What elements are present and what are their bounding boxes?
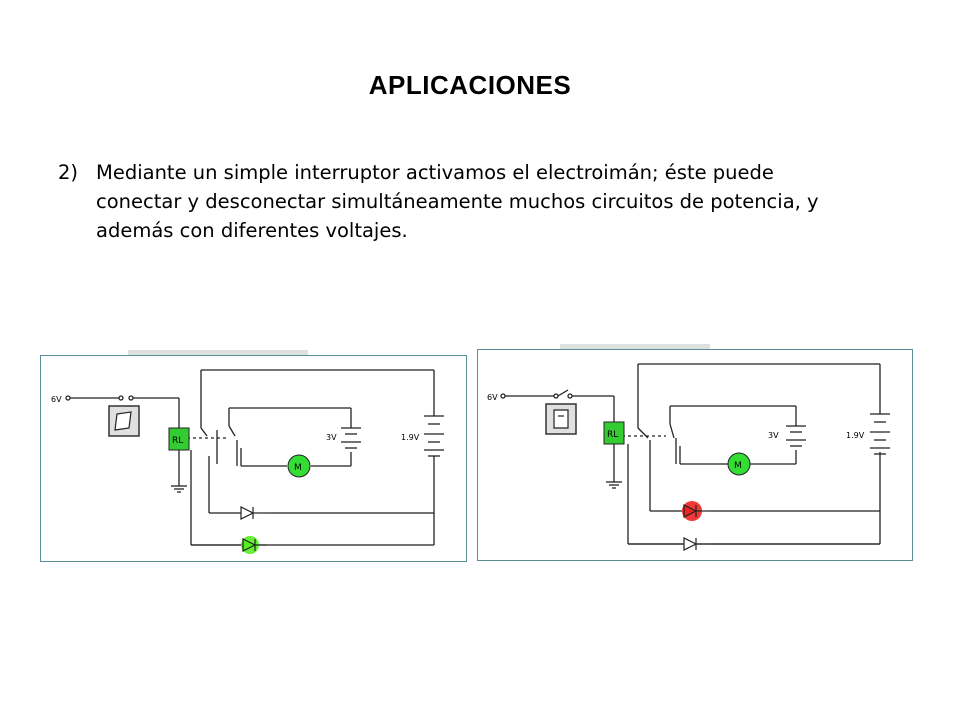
- relay: [168, 427, 190, 451]
- switch-icon: [553, 409, 569, 429]
- led-top: [683, 504, 706, 518]
- led-bottom: [683, 537, 708, 551]
- list-item-number: 2): [58, 161, 79, 184]
- circuit-svg-right: RL M 6V 3V 1.9V: [487, 363, 890, 551]
- battery-b-label: 1.9V: [401, 433, 420, 442]
- circuit-svg-left: RL M 6V 3V 1.9V: [51, 369, 444, 554]
- input-voltage-label: 6V: [487, 393, 498, 402]
- led-top: [240, 506, 265, 520]
- led-bottom: [242, 538, 267, 552]
- list-item-text: Mediante un simple interruptor activamos…: [96, 161, 819, 242]
- slide-title: APLICACIONES: [368, 70, 572, 100]
- image-edge: [560, 344, 710, 350]
- motor-label: M: [734, 461, 742, 471]
- relay: [603, 421, 625, 445]
- relay-label: RL: [172, 436, 183, 446]
- battery-a-label: 3V: [768, 431, 779, 440]
- battery-a-label: 3V: [326, 433, 337, 442]
- list-item: 2) Mediante un simple interruptor activa…: [58, 158, 838, 245]
- image-edge: [128, 350, 308, 356]
- motor: [727, 452, 751, 476]
- switch-icon: [114, 411, 132, 431]
- input-voltage-label: 6V: [51, 395, 62, 404]
- motor-label: M: [294, 463, 302, 473]
- motor: [287, 454, 311, 478]
- relay-label: RL: [607, 430, 618, 440]
- circuit-diagram-right: RL M 6V 3V 1.9V: [477, 349, 913, 561]
- battery-b-label: 1.9V: [846, 431, 865, 440]
- circuit-diagram-left: RL M 6V 3V 1.9V: [40, 355, 467, 562]
